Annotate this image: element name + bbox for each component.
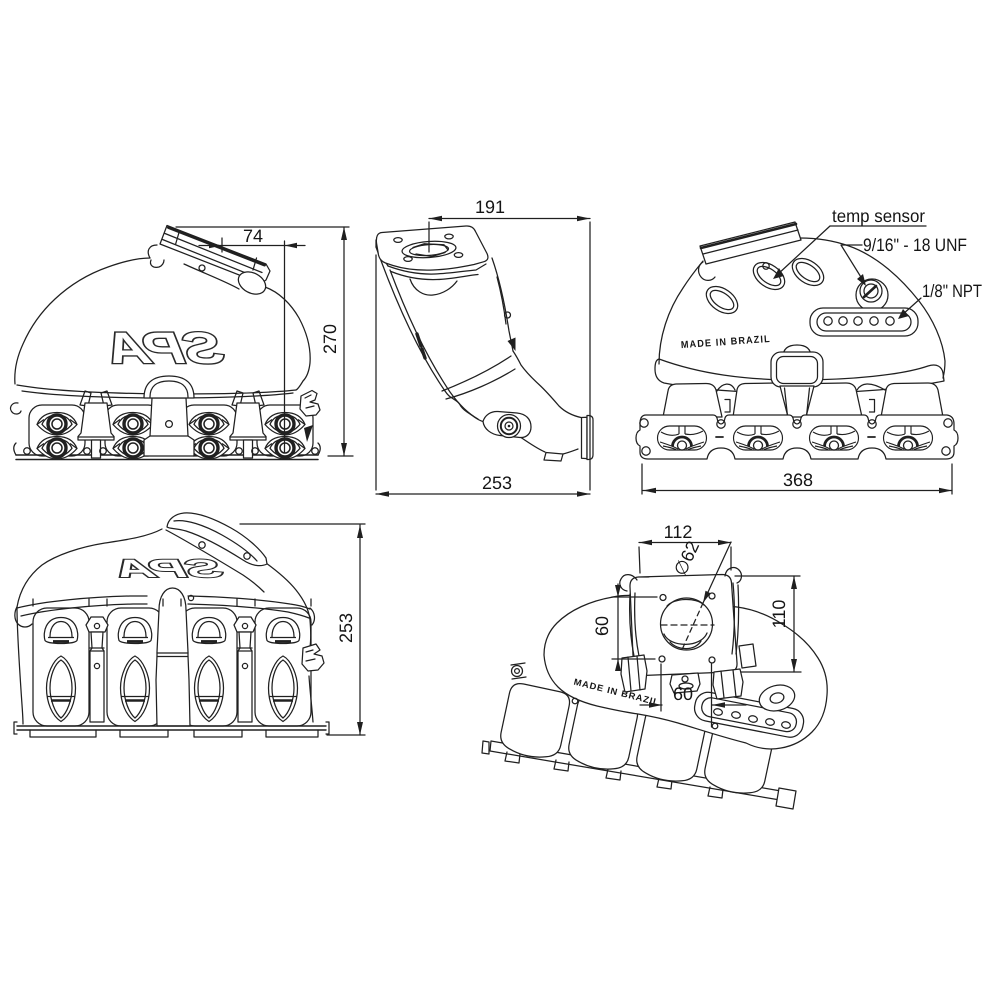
svg-text:MADE IN BRAZIL: MADE IN BRAZIL xyxy=(681,334,772,351)
svg-text:SPA: SPA xyxy=(114,555,224,583)
svg-text:112: 112 xyxy=(664,522,693,542)
svg-text:60: 60 xyxy=(592,616,612,636)
svg-text:191: 191 xyxy=(475,197,505,217)
svg-text:1/8" NPT: 1/8" NPT xyxy=(922,281,982,301)
svg-text:60: 60 xyxy=(673,684,693,704)
svg-text:368: 368 xyxy=(783,470,813,490)
svg-text:270: 270 xyxy=(320,324,340,354)
svg-text:74: 74 xyxy=(243,226,263,246)
svg-text:110: 110 xyxy=(769,600,789,629)
svg-text:SPA: SPA xyxy=(104,324,227,373)
svg-text:temp sensor: temp sensor xyxy=(832,206,925,226)
svg-text:9/16" - 18 UNF: 9/16" - 18 UNF xyxy=(863,235,967,255)
svg-text:253: 253 xyxy=(336,613,356,643)
svg-text:253: 253 xyxy=(482,473,512,493)
svg-text:∅62: ∅62 xyxy=(670,538,703,579)
